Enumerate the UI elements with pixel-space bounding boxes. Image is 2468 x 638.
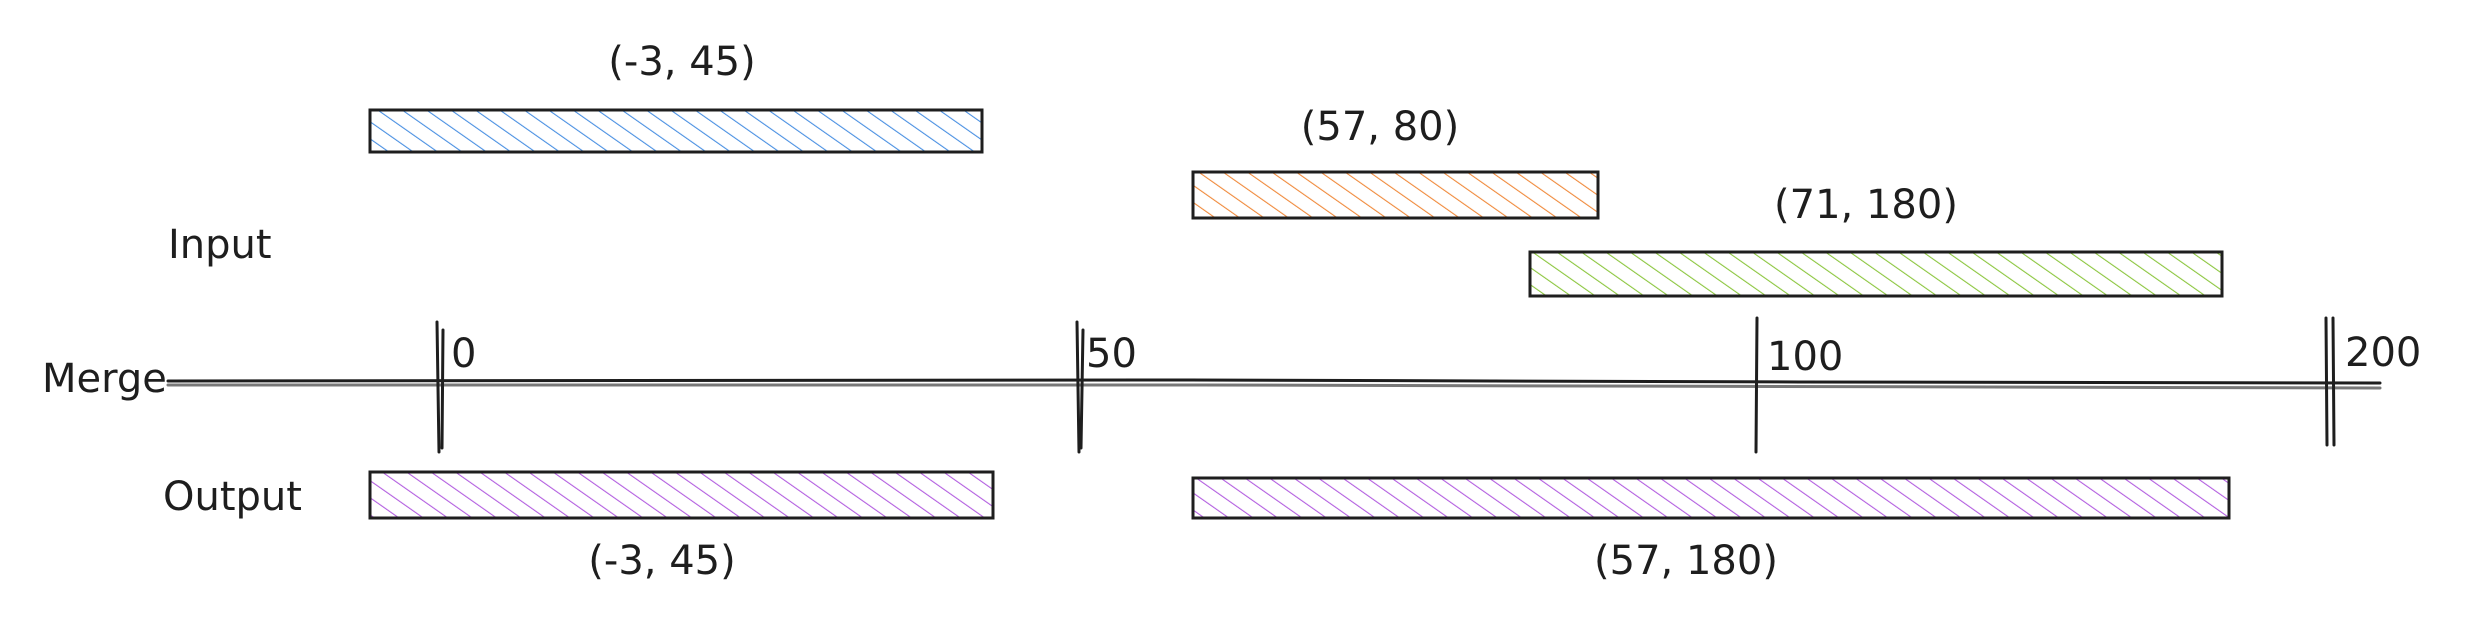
interval-label: (57, 80) [1301, 104, 1459, 150]
axis-tick-50-sketch [1079, 328, 1085, 450]
merge-axis: 0 50 100 200 [166, 316, 2421, 454]
interval-label: (71, 180) [1774, 182, 1958, 228]
interval-bar-outline [368, 470, 995, 520]
interval-bar-fill [370, 110, 982, 152]
axis-tick-0 [435, 320, 441, 454]
axis-line-sketch [166, 383, 2382, 390]
input-interval-1: (-3, 45) [368, 39, 984, 154]
interval-bar-fill [1193, 478, 2229, 518]
axis-tick-label-0: 0 [451, 331, 476, 377]
axis-tick-label-50: 50 [1086, 331, 1137, 377]
interval-bar-outline [368, 108, 984, 154]
input-interval-2: (57, 80) [1191, 104, 1600, 220]
interval-bar-fill [370, 472, 993, 518]
interval-bar-outline [1528, 250, 2224, 298]
interval-bar-outline [1191, 170, 1600, 220]
output-interval-1: (-3, 45) [368, 470, 995, 584]
axis-tick-0-sketch [440, 328, 445, 450]
interval-label: (57, 180) [1594, 538, 1778, 584]
output-row-label: Output [163, 474, 302, 520]
interval-bar-fill [1193, 172, 1598, 218]
axis-tick-200-second [2331, 316, 2336, 447]
interval-label: (-3, 45) [608, 39, 755, 85]
axis-line [166, 378, 2382, 385]
axis-tick-label-200: 200 [2345, 330, 2421, 376]
axis-tick-50 [1075, 320, 1081, 454]
axis-tick-100 [1754, 316, 1759, 454]
input-row-label: Input [168, 222, 272, 268]
output-interval-2: (57, 180) [1191, 476, 2231, 584]
interval-bar-outline [1191, 476, 2231, 520]
interval-bar-fill [1530, 252, 2222, 296]
axis-tick-200 [2324, 316, 2329, 447]
interval-label: (-3, 45) [588, 538, 735, 584]
input-interval-3: (71, 180) [1528, 182, 2224, 298]
axis-tick-label-100: 100 [1767, 334, 1843, 380]
merge-row-label: Merge [42, 356, 167, 402]
